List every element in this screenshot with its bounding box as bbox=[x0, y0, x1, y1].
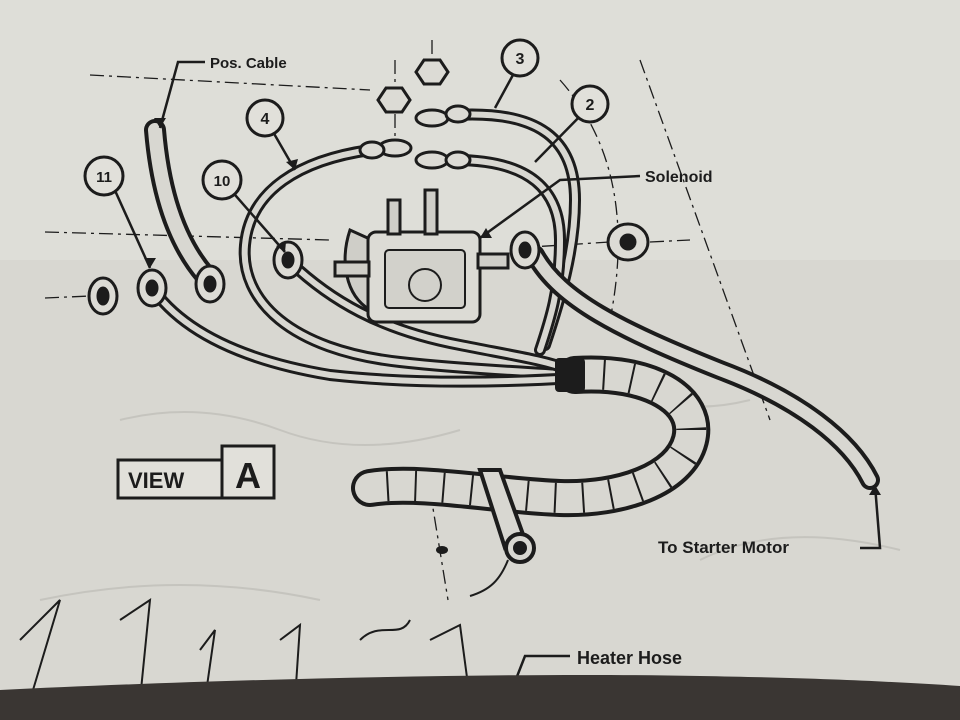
view-a-box: VIEW A bbox=[116, 444, 276, 500]
svg-text:4: 4 bbox=[261, 111, 270, 128]
label-heater-hose: Heater Hose bbox=[577, 648, 682, 668]
nut-top-right bbox=[414, 58, 450, 86]
callouts: 3 2 4 10 11 bbox=[83, 38, 610, 201]
callout-2: 2 bbox=[570, 84, 610, 124]
label-to-starter-motor: To Starter Motor bbox=[658, 538, 789, 557]
clamp-screw bbox=[436, 546, 448, 554]
photo-shadow bbox=[0, 674, 960, 720]
heater-hose bbox=[351, 355, 711, 518]
label-pos-cable: Pos. Cable bbox=[210, 55, 287, 72]
lower-sketch-lines bbox=[19, 597, 471, 701]
callout-4: 4 bbox=[245, 98, 285, 138]
bleed-through-marks bbox=[39, 379, 901, 601]
harness-clamp bbox=[555, 358, 585, 392]
nut-top-left bbox=[376, 86, 412, 114]
view-a-word: VIEW bbox=[128, 468, 184, 493]
leader-pos-cable bbox=[158, 60, 205, 129]
solenoid bbox=[333, 188, 510, 324]
callout-3: 3 bbox=[500, 38, 540, 78]
hose-clamp-bracket bbox=[436, 468, 536, 597]
view-a-letter: A bbox=[235, 455, 261, 496]
leader-starter bbox=[860, 484, 882, 550]
svg-text:10: 10 bbox=[214, 173, 231, 190]
svg-text:3: 3 bbox=[516, 51, 525, 68]
svg-text:11: 11 bbox=[96, 169, 112, 186]
leader-solenoid bbox=[479, 174, 641, 240]
callout-10: 10 bbox=[201, 159, 243, 201]
svg-text:2: 2 bbox=[586, 97, 595, 114]
leader-arrowheads bbox=[144, 118, 881, 495]
label-solenoid: Solenoid bbox=[645, 169, 713, 186]
terminals-and-nuts bbox=[87, 58, 650, 316]
harness-cables bbox=[144, 108, 880, 490]
callout-11: 11 bbox=[83, 155, 125, 197]
